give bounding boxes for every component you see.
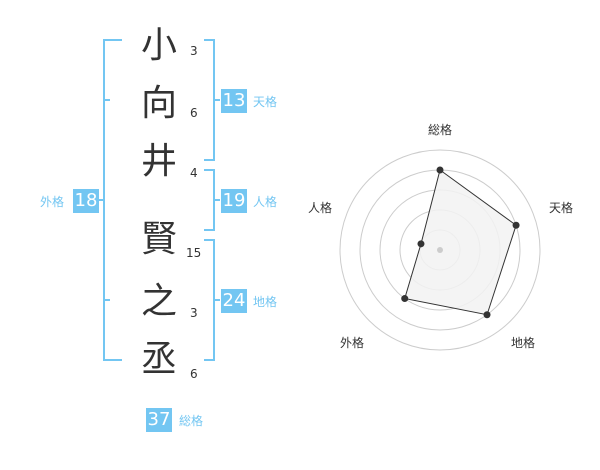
- radar-label-soukaku: 総格: [428, 123, 453, 137]
- name-char-5: 之: [140, 281, 177, 322]
- gaikaku-label: 外格: [40, 195, 65, 209]
- tenkaku-bracket: [204, 39, 215, 161]
- radar-label-gaikaku: 外格: [340, 336, 365, 350]
- name-char-3: 井: [140, 141, 177, 182]
- jinkaku-label: 人格: [253, 195, 278, 209]
- tenkaku-value: 13: [221, 89, 247, 113]
- gaikaku-value: 18: [73, 189, 99, 213]
- stroke-count-2: 6: [190, 106, 198, 120]
- radar-point-4: [401, 295, 409, 303]
- name-char-4: 賢: [140, 219, 177, 260]
- jinkaku-value: 19: [221, 189, 247, 213]
- radar-point-1: [436, 166, 444, 174]
- radar-point-5: [417, 240, 425, 248]
- radar-grid-ring: [339, 149, 541, 351]
- radar-label-jinkaku: 人格: [308, 201, 333, 215]
- name-char-1: 小: [140, 25, 177, 66]
- soukaku-value: 37: [146, 408, 172, 432]
- gaikaku-bracket: [103, 39, 122, 361]
- stroke-count-5: 3: [190, 306, 198, 320]
- stroke-count-4: 15: [186, 246, 202, 260]
- radar-label-tenkaku: 天格: [549, 201, 574, 215]
- stroke-count-3: 4: [190, 166, 198, 180]
- stroke-count-1: 3: [190, 44, 198, 58]
- radar-value-polygon: [404, 169, 517, 316]
- radar-chart: [339, 149, 541, 351]
- radar-center-dot: [437, 247, 443, 253]
- stroke-count-6: 6: [190, 367, 198, 381]
- chikaku-label: 地格: [253, 295, 278, 309]
- radar-point-3: [483, 311, 491, 319]
- chikaku-bracket: [204, 239, 215, 361]
- radar-point-2: [512, 221, 520, 229]
- chikaku-value: 24: [221, 289, 247, 313]
- tenkaku-label: 天格: [253, 95, 278, 109]
- name-char-2: 向: [140, 83, 177, 124]
- soukaku-label: 総格: [179, 414, 204, 428]
- jinkaku-bracket: [204, 169, 215, 231]
- radar-label-chikaku: 地格: [511, 336, 536, 350]
- name-char-6: 丞: [140, 339, 177, 380]
